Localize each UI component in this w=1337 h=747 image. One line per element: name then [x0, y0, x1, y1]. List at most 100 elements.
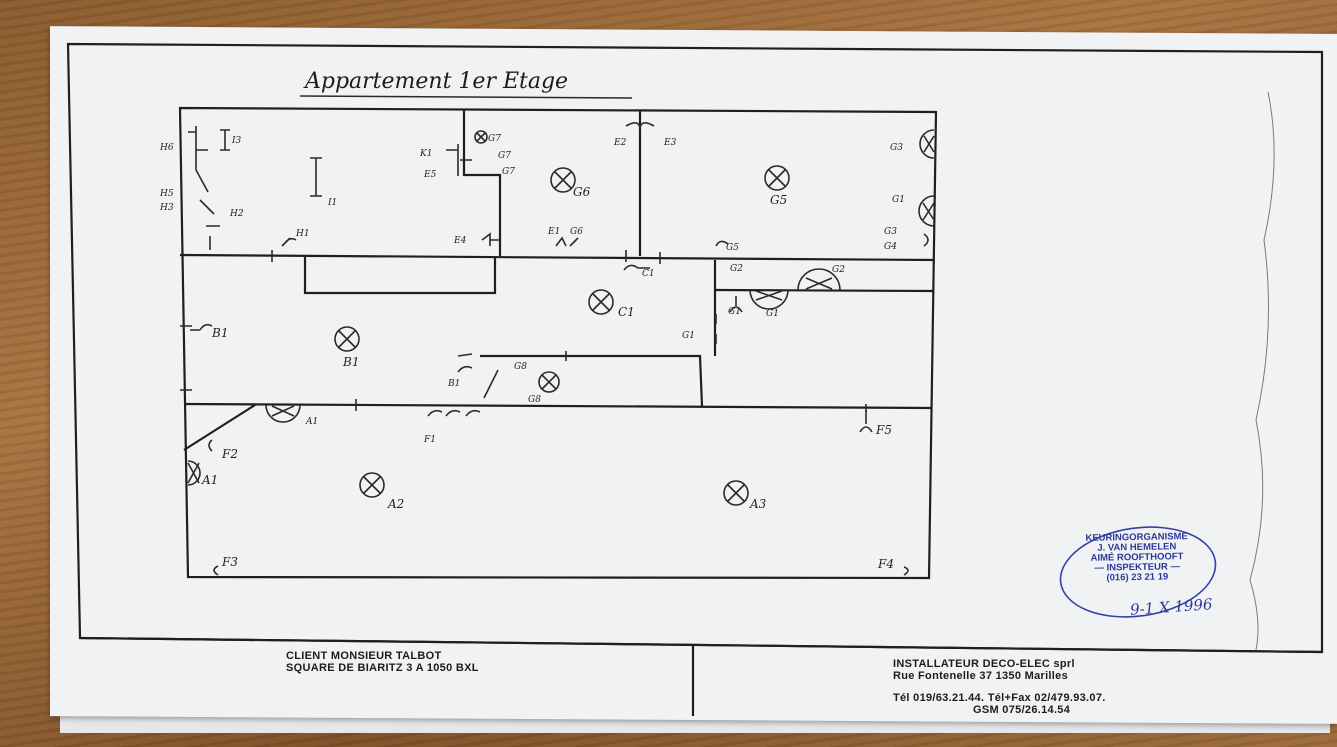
- socket-icon-g4: [923, 233, 929, 247]
- label-h3: H3: [159, 203, 174, 213]
- label-g1c: G1: [766, 309, 779, 319]
- label-g5: G5: [770, 193, 787, 207]
- wall-top-row: [179, 253, 936, 262]
- switch-cluster-g6: [555, 236, 579, 247]
- label-g3b: G3: [884, 227, 897, 237]
- label-g6: G6: [573, 185, 591, 199]
- label-g3: G3: [890, 143, 903, 153]
- plan-title: Appartement 1er Etage: [303, 69, 568, 94]
- lamp-icon-a2: [359, 472, 385, 498]
- label-g5b: G5: [726, 243, 739, 253]
- apartment-outline: [178, 106, 938, 580]
- switch-cluster-k1: [446, 144, 472, 176]
- label-g1: G1: [892, 195, 905, 205]
- label-f5: F5: [875, 423, 892, 437]
- label-g1-switch: G1: [682, 331, 695, 341]
- label-b1c: B1: [447, 379, 460, 389]
- label-e2: E2: [613, 138, 627, 148]
- switch-icon-h1: [281, 237, 297, 247]
- socket-icon-f5: [859, 410, 873, 433]
- label-e1: E1: [547, 227, 560, 237]
- label-g6b: G6: [570, 227, 583, 237]
- title-block-divider-h: [79, 636, 1323, 654]
- lamp-icon-a3: [723, 480, 749, 506]
- wall-right-top: [715, 288, 935, 293]
- label-f3: F3: [221, 555, 238, 569]
- installer-phone: Tél 019/63.21.44. Tél+Fax 02/479.93.07.: [893, 692, 1106, 704]
- switch-icon-c1: [623, 264, 650, 271]
- label-e5: E5: [423, 170, 437, 180]
- lamp-icon-g2: [797, 268, 841, 291]
- lamp-icon-g1: [749, 289, 789, 310]
- switch-icon-g5: [715, 240, 729, 247]
- label-c1: C1: [618, 305, 635, 319]
- label-h2: H2: [229, 209, 244, 219]
- lamp-icon-g5: [764, 165, 790, 191]
- switch-icon-b1: [190, 323, 213, 331]
- label-g7c: G7: [502, 167, 515, 177]
- lamp-icon-b1: [334, 326, 360, 352]
- lamp-icon-a1-wall: [187, 460, 201, 486]
- label-f1: F1: [423, 435, 436, 445]
- wall-middle-row: [183, 402, 933, 410]
- label-a2: A2: [387, 497, 404, 511]
- label-f2: F2: [221, 447, 238, 461]
- switch-group-f1: [427, 409, 481, 417]
- lamp-symbols: [187, 129, 935, 506]
- socket-icon-e3: [639, 122, 655, 131]
- label-b1b: B1: [342, 355, 359, 369]
- socket-icon-f3: [213, 565, 219, 576]
- lamp-icon-g3-mid: [918, 195, 935, 227]
- switch-symbols: [180, 122, 929, 576]
- client-name: CLIENT MONSIEUR TALBOT: [286, 650, 442, 662]
- label-a3: A3: [749, 497, 767, 511]
- label-h1: H1: [295, 229, 310, 239]
- paper-crease: [1249, 91, 1275, 651]
- stamp-oval: [1059, 526, 1217, 618]
- label-g7b: G7: [498, 151, 511, 161]
- installer-name: INSTALLATEUR DECO-ELEC sprl: [893, 658, 1075, 670]
- label-a1b: A1: [201, 473, 218, 487]
- label-g7: G7: [488, 134, 501, 144]
- wall-tick-marks: [180, 250, 867, 412]
- label-c1b: C1: [642, 269, 655, 279]
- label-a1: A1: [305, 417, 318, 427]
- label-e3: E3: [663, 138, 677, 148]
- socket-icon-f2: [208, 439, 213, 452]
- bracket-i3: [220, 129, 230, 151]
- lamp-icon-g6: [550, 167, 576, 193]
- label-g4: G4: [884, 242, 897, 252]
- lamp-icon-a1-top: [265, 404, 301, 423]
- switch-icon-g8: [483, 369, 499, 399]
- label-g2b: G2: [832, 265, 845, 275]
- inspection-stamp: KEURINGORGANISME J. VAN HEMELEN AIMÉ ROO…: [1062, 531, 1213, 585]
- label-g8b: G8: [514, 362, 527, 372]
- lamp-icon-g7: [474, 130, 488, 144]
- socket-icon-g1: [729, 296, 743, 313]
- switch-cluster-h: [188, 126, 220, 250]
- lamp-icon-g3-top: [919, 129, 935, 159]
- installer-gsm: GSM 075/26.14.54: [973, 704, 1071, 716]
- installer-address: Rue Fontenelle 37 1350 Marilles: [893, 670, 1068, 682]
- bracket-i1: [310, 157, 322, 197]
- label-g1b: G1: [728, 307, 741, 317]
- label-h6: H6: [159, 143, 174, 153]
- socket-icon-e4: [481, 232, 500, 246]
- label-g8: G8: [528, 395, 541, 405]
- title-underline: [299, 95, 633, 99]
- lamp-icon-c1: [588, 289, 614, 315]
- label-k1: K1: [419, 149, 432, 159]
- label-b1: B1: [211, 326, 228, 340]
- lamp-icon-g8: [538, 371, 560, 393]
- installer-block: INSTALLATEUR DECO-ELEC sprl Rue Fontenel…: [893, 658, 1106, 716]
- client-block: CLIENT MONSIEUR TALBOT SQUARE DE BIARITZ…: [286, 650, 479, 674]
- label-e4: E4: [453, 236, 467, 246]
- socket-icon-f4: [903, 566, 909, 576]
- label-g2: G2: [730, 264, 743, 274]
- socket-icon-e2: [625, 122, 641, 131]
- wall-corridor-box: [303, 256, 497, 295]
- label-i3: I3: [231, 136, 242, 146]
- wall-vertical-1: [462, 110, 502, 256]
- wall-small-room: [480, 354, 704, 407]
